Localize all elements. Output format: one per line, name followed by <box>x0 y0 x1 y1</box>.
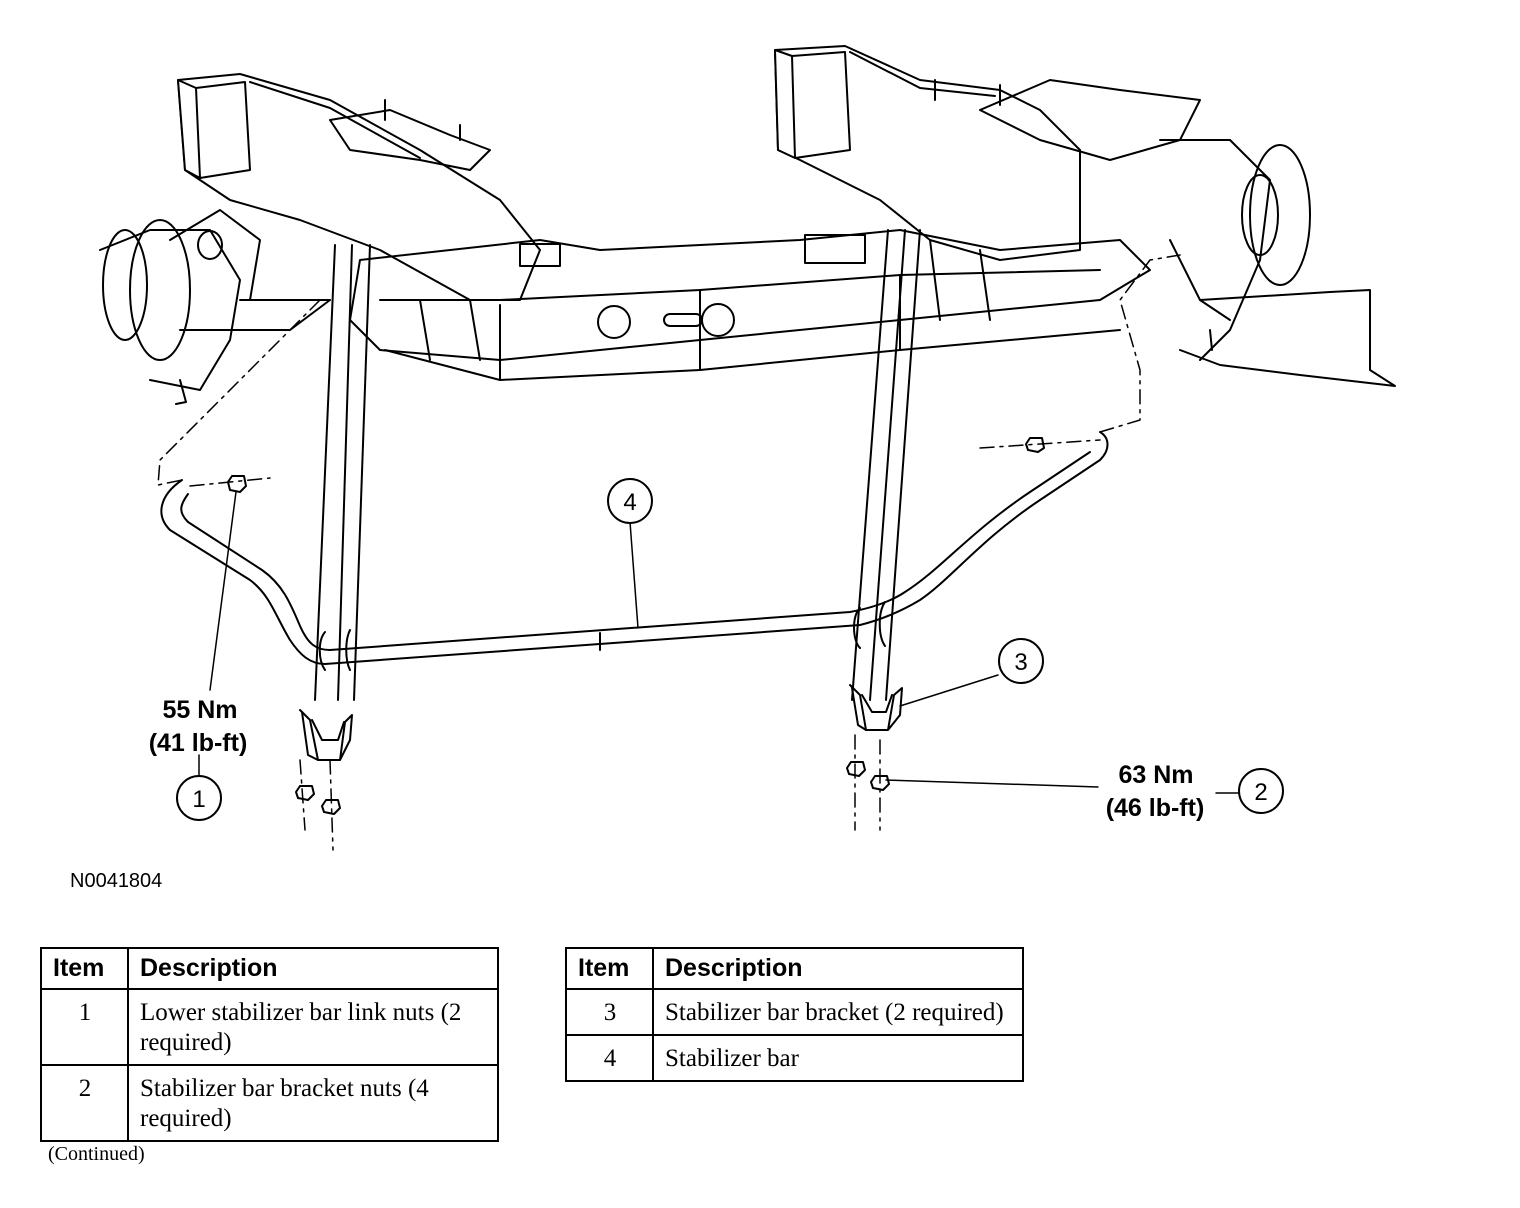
callout-circle-4 <box>607 478 653 524</box>
left-upper-control-arm <box>329 99 491 171</box>
stabilizer-link-left <box>314 244 371 701</box>
callout-label-2: 2 <box>1254 779 1267 806</box>
item-description: Stabilizer bar <box>652 1034 1024 1082</box>
nut-bracket-right-2 <box>870 775 890 791</box>
item-number: 3 <box>565 988 654 1036</box>
nut-left-link <box>227 475 247 493</box>
nut-right-link <box>1025 437 1045 453</box>
left-hub-knuckle <box>99 209 331 405</box>
table-header-row: Item Description <box>565 947 1024 990</box>
callout-circle-1 <box>176 775 222 821</box>
centerlines <box>157 254 1181 851</box>
item-description: Stabilizer bar bracket (2 required) <box>652 988 1024 1036</box>
table-row: 2 Stabilizer bar bracket nuts (4 require… <box>40 1064 499 1142</box>
torque-left-nm: 55 Nm <box>162 696 237 724</box>
torque-right-nm: 63 Nm <box>1118 761 1193 789</box>
stabilizer-bracket-left <box>299 709 353 761</box>
callout-circle-3 <box>998 638 1044 684</box>
item-number: 4 <box>565 1034 654 1082</box>
header-description: Description <box>127 947 499 990</box>
leader-lines <box>198 491 1239 794</box>
legend-table-right: Item Description 3 Stabilizer bar bracke… <box>565 947 1024 1082</box>
table-row: 1 Lower stabilizer bar link nuts (2 requ… <box>40 988 499 1066</box>
stabilizer-bracket-right <box>849 684 903 731</box>
callout-label-3: 3 <box>1014 649 1027 676</box>
suspension-exploded-diagram: 1 2 3 4 55 Nm (41 lb-ft) 63 Nm (46 lb-ft… <box>99 45 1396 851</box>
callout-label-4: 4 <box>623 489 636 516</box>
nut-bracket-left-1 <box>295 785 315 801</box>
header-item: Item <box>565 947 654 990</box>
item-description: Stabilizer bar bracket nuts (4 required) <box>127 1064 499 1142</box>
nut-bracket-right-1 <box>846 761 866 777</box>
torque-right-lbft: (46 lb-ft) <box>1106 794 1205 822</box>
right-hub-knuckle <box>1159 139 1311 361</box>
frame-crossmember <box>177 45 1396 387</box>
right-upper-control-arm <box>934 79 1201 161</box>
table-header-row: Item Description <box>40 947 499 990</box>
item-description: Lower stabilizer bar link nuts (2 requir… <box>127 988 499 1066</box>
figure-id: N0041804 <box>70 870 163 892</box>
stabilizer-bar <box>160 431 1109 671</box>
torque-left-lbft: (41 lb-ft) <box>149 729 248 757</box>
callout-circle-2 <box>1238 768 1284 814</box>
item-number: 2 <box>40 1064 129 1142</box>
stabilizer-link-right <box>851 229 921 701</box>
callout-label-1: 1 <box>192 786 205 813</box>
legend-table-left: Item Description 1 Lower stabilizer bar … <box>40 947 499 1142</box>
header-description: Description <box>652 947 1024 990</box>
table-row: 4 Stabilizer bar <box>565 1034 1024 1082</box>
nut-bracket-left-2 <box>321 799 341 815</box>
table-row: 3 Stabilizer bar bracket (2 required) <box>565 988 1024 1036</box>
continued-note: (Continued) <box>48 1143 145 1165</box>
header-item: Item <box>40 947 129 990</box>
item-number: 1 <box>40 988 129 1066</box>
